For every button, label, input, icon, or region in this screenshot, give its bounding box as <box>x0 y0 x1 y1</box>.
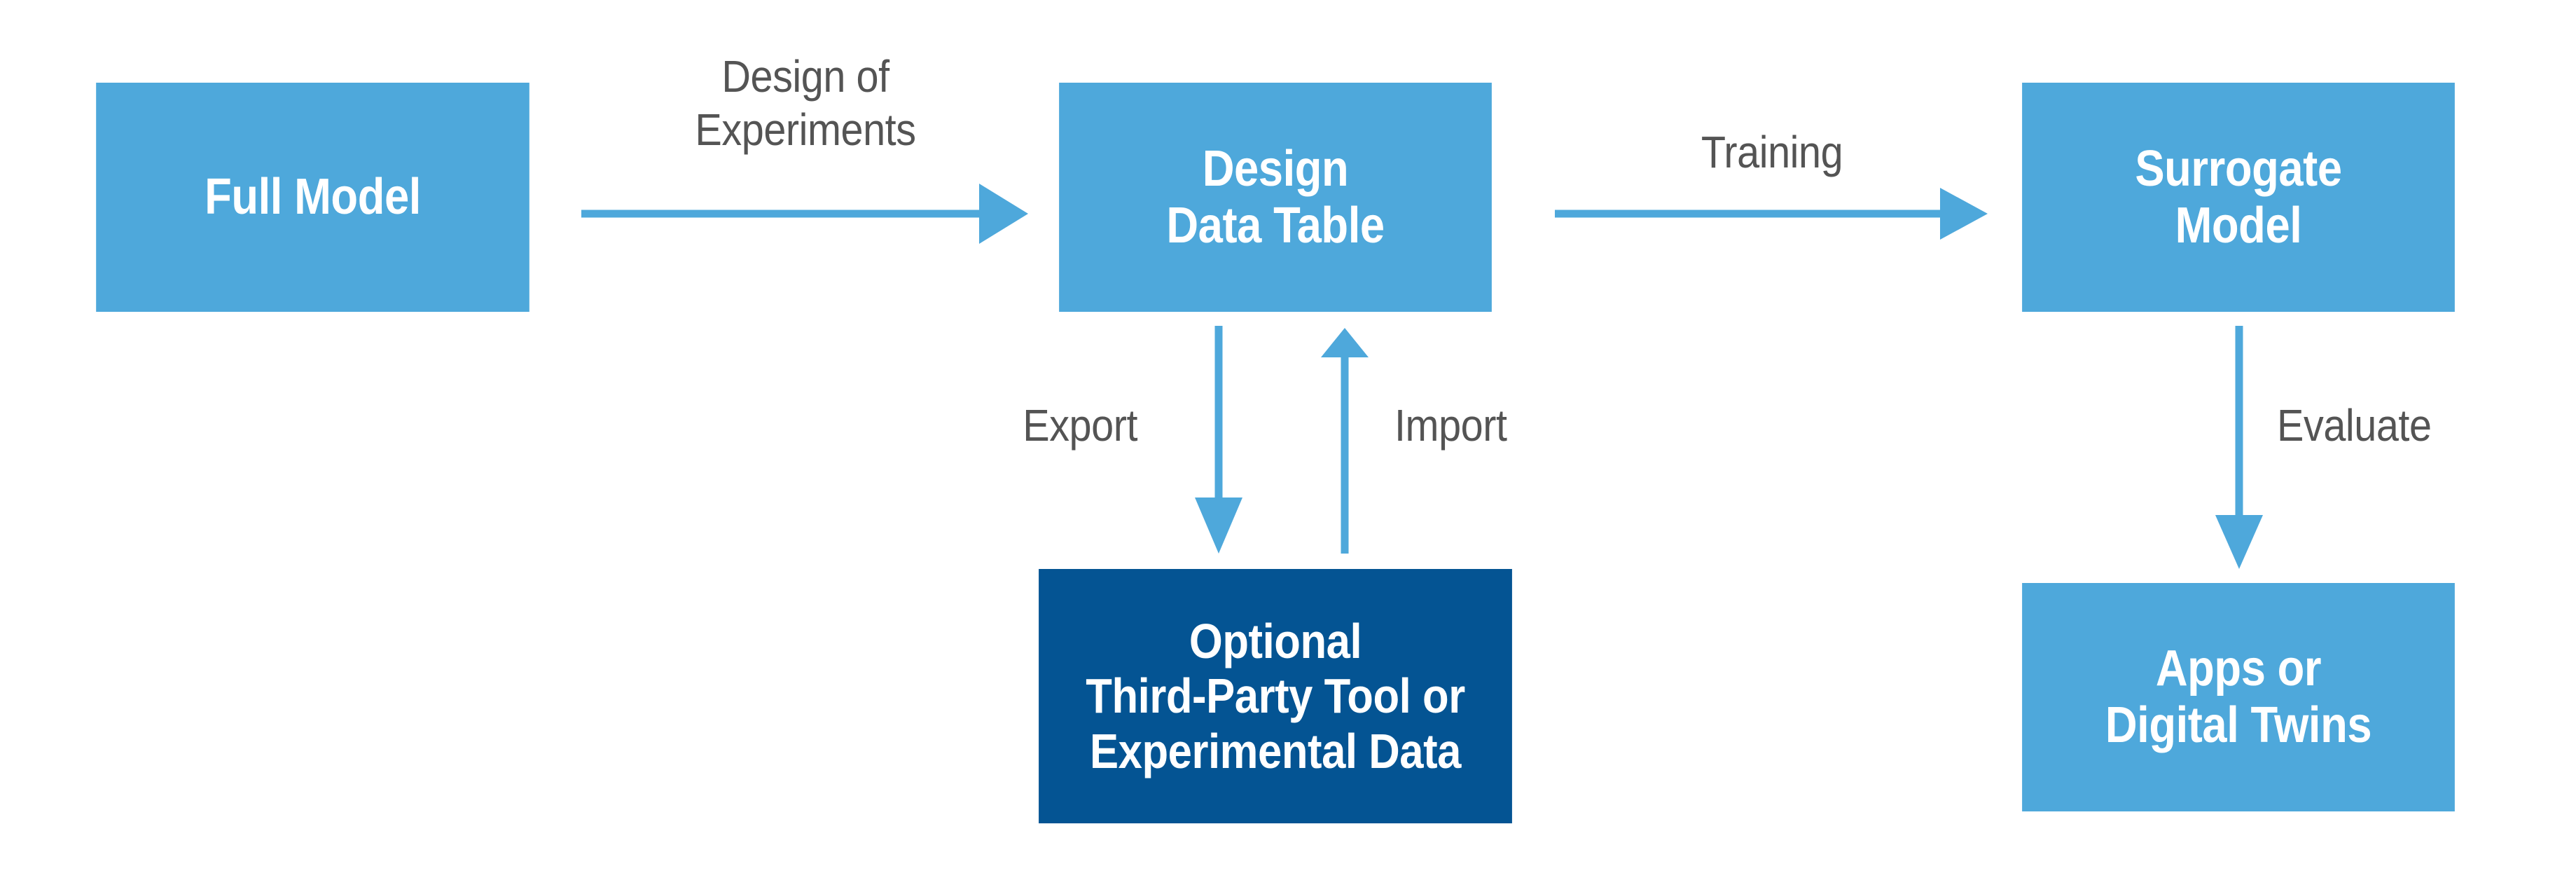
arrow-import <box>1321 328 1369 554</box>
node-full-model[interactable]: Full Model <box>96 83 529 312</box>
arrow-export <box>1195 326 1242 554</box>
arrow-design-of-experiments <box>581 184 1028 244</box>
arrow-evaluate <box>2215 326 2263 569</box>
node-apps-or-digital-twins[interactable]: Apps or Digital Twins <box>2022 583 2455 811</box>
edge-label-evaluate: Evaluate <box>2277 400 2432 451</box>
node-optional-third-party-tool[interactable]: Optional Third-Party Tool or Experimenta… <box>1039 569 1512 823</box>
edge-label-design-of-experiments: Design of Experiments <box>695 51 916 155</box>
edge-label-export: Export <box>1023 400 1137 451</box>
edge-label-training: Training <box>1701 127 1843 177</box>
node-design-data-table[interactable]: Design Data Table <box>1059 83 1492 312</box>
arrow-training <box>1555 188 1988 240</box>
edge-label-import: Import <box>1394 400 1507 451</box>
node-surrogate-model[interactable]: Surrogate Model <box>2022 83 2455 312</box>
